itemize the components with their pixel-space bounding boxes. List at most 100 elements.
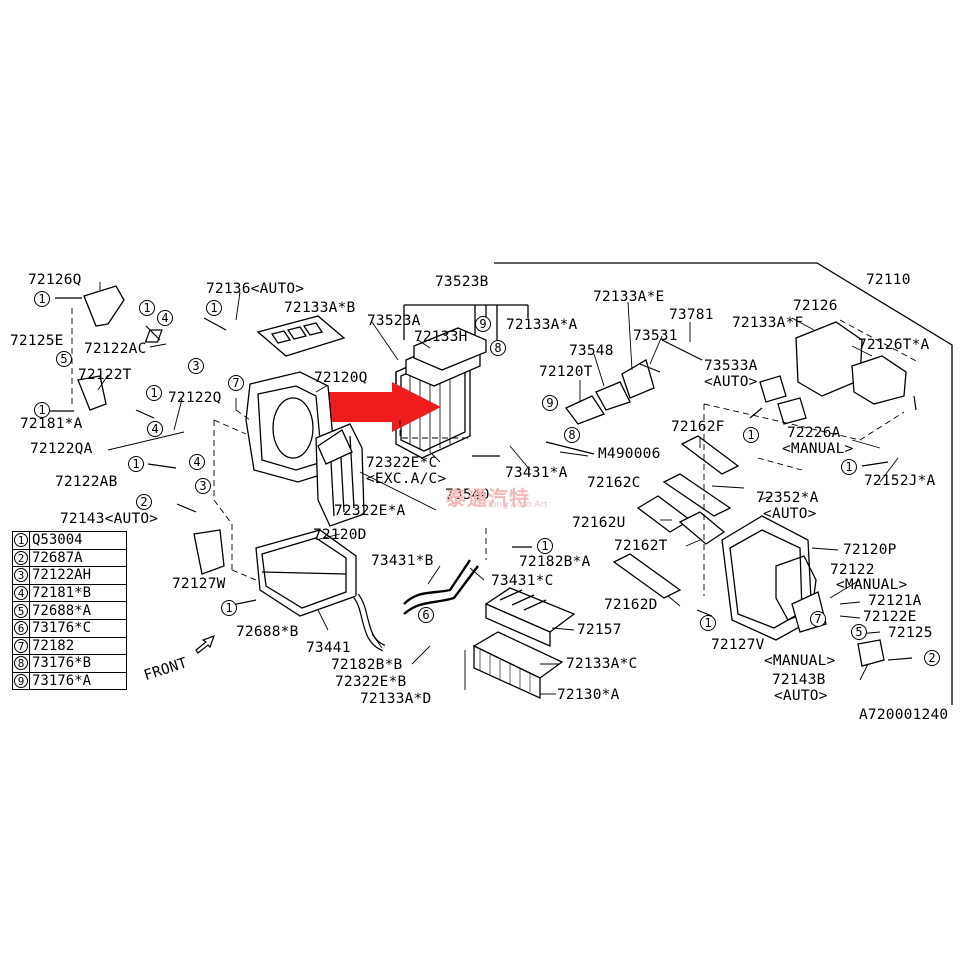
legend-part-number: 72688*A bbox=[29, 601, 127, 620]
part-label: 72126T*A bbox=[858, 337, 930, 353]
part-label: 72133A*D bbox=[360, 691, 432, 707]
legend-number-circle: 8 bbox=[14, 656, 28, 671]
legend-part-number: 73176*A bbox=[29, 671, 127, 691]
callout-circle: 1 bbox=[139, 300, 155, 316]
part-label: 72133A*E bbox=[593, 289, 665, 305]
part-label: 72143B bbox=[772, 672, 826, 688]
part-label: 72162T bbox=[614, 538, 668, 554]
part-label: 72125E bbox=[10, 333, 64, 349]
part-label: <AUTO> bbox=[704, 374, 758, 390]
leader-lines bbox=[97, 282, 899, 695]
callout-circle: 8 bbox=[564, 427, 580, 443]
part-label: <EXC.A/C> bbox=[366, 471, 447, 487]
part-label: 73540 bbox=[445, 487, 490, 503]
heater-case-left bbox=[245, 371, 365, 527]
part-label: M490006 bbox=[598, 446, 661, 462]
part-label: 72322E*A bbox=[334, 503, 406, 519]
part-label: 72126 bbox=[793, 298, 838, 314]
part-label: 72133H bbox=[414, 329, 468, 345]
callout-circle: 1 bbox=[206, 300, 222, 316]
callout-circle: 7 bbox=[228, 375, 244, 391]
callout-circle: 5 bbox=[851, 624, 867, 640]
callout-circle: 3 bbox=[195, 478, 211, 494]
part-label: 72181*A bbox=[20, 416, 83, 432]
part-label: 72121A bbox=[868, 593, 922, 609]
part-label: <MANUAL> bbox=[764, 653, 836, 669]
part-label: 72143<AUTO> bbox=[60, 511, 159, 527]
legend-number: 9 bbox=[12, 671, 30, 691]
part-label: <MANUAL> bbox=[782, 441, 854, 457]
legend-number: 8 bbox=[12, 654, 30, 673]
legend-number-circle: 9 bbox=[14, 674, 28, 689]
watermark-logo: 泰通汽特 bbox=[446, 486, 530, 510]
callout-circle: 3 bbox=[188, 358, 204, 374]
part-label: 72322E*C bbox=[366, 455, 438, 471]
part-label: 72122AC bbox=[84, 341, 147, 357]
duct-strips bbox=[612, 435, 740, 599]
group-bracket-72110 bbox=[494, 262, 953, 705]
legend-number: 5 bbox=[12, 601, 30, 620]
part-label: 73523B bbox=[435, 274, 489, 290]
callout-circle: 6 bbox=[418, 607, 434, 623]
part-label: <MANUAL> bbox=[836, 577, 908, 593]
part-label: 72226A bbox=[787, 425, 841, 441]
callout-circle: 4 bbox=[157, 310, 173, 326]
front-arrow-icon bbox=[195, 634, 216, 654]
part-label: 72352*A bbox=[756, 490, 819, 506]
part-label: 73523A bbox=[367, 313, 421, 329]
part-label: 72120Q bbox=[314, 370, 368, 386]
callout-circle: 1 bbox=[221, 600, 237, 616]
legend-part-number: 72182 bbox=[29, 636, 127, 656]
legend-number: 4 bbox=[12, 583, 30, 603]
part-label: 72126Q bbox=[28, 272, 82, 288]
callout-circle: 5 bbox=[56, 351, 72, 367]
callout-circle: 2 bbox=[924, 650, 940, 666]
part-label: <AUTO> bbox=[763, 506, 817, 522]
legend-number-circle: 5 bbox=[14, 603, 28, 618]
watermark-subtext: Tai Tong Auto Art bbox=[472, 500, 548, 510]
part-label: 72152J*A bbox=[864, 473, 936, 489]
part-label: 72127V bbox=[711, 637, 765, 653]
callout-circle: 1 bbox=[128, 456, 144, 472]
part-label: 72157 bbox=[577, 622, 622, 638]
legend-part-number: 72687A bbox=[29, 548, 127, 568]
part-label: 72162C bbox=[587, 475, 641, 491]
part-label: 72120D bbox=[313, 527, 367, 543]
part-label: 72182B*A bbox=[519, 554, 591, 570]
legend-part-number: 72181*B bbox=[29, 583, 127, 603]
part-label: 72127W bbox=[172, 576, 226, 592]
part-label: 72122AB bbox=[55, 474, 118, 490]
part-label: 72122T bbox=[78, 367, 132, 383]
legend-number: 7 bbox=[12, 636, 30, 656]
callout-circle: 1 bbox=[700, 615, 716, 631]
legend-number: 1 bbox=[12, 531, 30, 550]
part-label: 72133A*B bbox=[284, 300, 356, 316]
part-label: 73441 bbox=[306, 640, 351, 656]
assembly-dashes bbox=[71, 308, 919, 596]
part-label: 72120T bbox=[539, 364, 593, 380]
callout-circle: 8 bbox=[490, 340, 506, 356]
part-label: 72133A*C bbox=[566, 656, 638, 672]
vent-grille-drawing bbox=[144, 315, 346, 357]
callout-circle: 9 bbox=[475, 316, 491, 332]
callout-circle: 4 bbox=[147, 421, 163, 437]
part-label: 72122 bbox=[830, 562, 875, 578]
part-label: 73431*C bbox=[491, 573, 554, 589]
callout-circle: 1 bbox=[743, 427, 759, 443]
mode-actuator-drawing bbox=[795, 321, 907, 405]
heater-core-drawing bbox=[472, 587, 576, 700]
part-label: 72130*A bbox=[557, 687, 620, 703]
part-label: 72162D bbox=[604, 597, 658, 613]
screws bbox=[47, 297, 917, 661]
